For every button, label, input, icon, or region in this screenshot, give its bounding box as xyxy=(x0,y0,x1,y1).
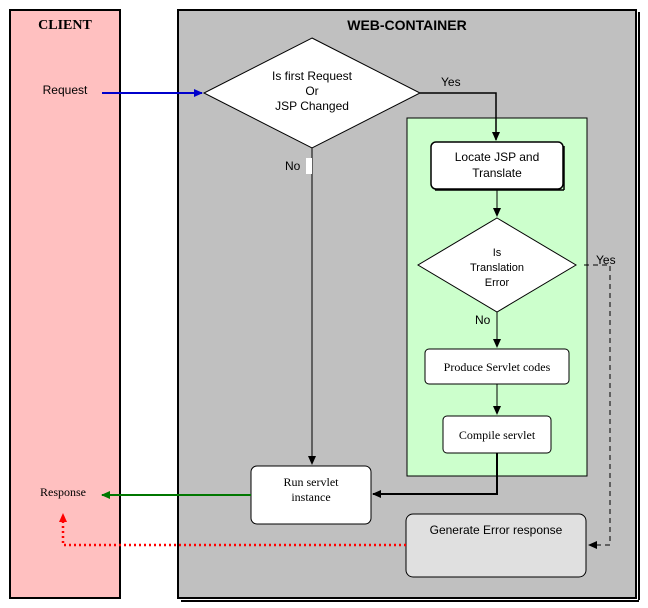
produce-servlet-label: Produce Servlet codes xyxy=(444,360,551,374)
generate-error-label: Generate Error response xyxy=(430,523,563,537)
container-lane-title: WEB-CONTAINER xyxy=(347,17,467,33)
compile-servlet-label: Compile servlet xyxy=(459,428,536,442)
request-label: Request xyxy=(43,83,88,97)
decision-first-request-line3: JSP Changed xyxy=(275,99,349,113)
error-yes-connector xyxy=(584,264,611,549)
locate-translate-line2: Translate xyxy=(472,166,522,180)
locate-translate-box xyxy=(430,141,564,190)
decision-first-request-line2: Or xyxy=(305,84,318,98)
first-no-label: No xyxy=(285,159,301,173)
first-yes-label: Yes xyxy=(441,75,461,89)
decision-translation-error-line1: Is xyxy=(493,247,502,259)
error-yes-label: Yes xyxy=(596,253,616,267)
client-lane-title: CLIENT xyxy=(38,18,92,33)
decision-translation-error-line3: Error xyxy=(485,277,510,289)
decision-translation-error-line2: Translation xyxy=(470,262,524,274)
first-yes-connector xyxy=(420,92,500,141)
client-lane xyxy=(9,9,121,599)
locate-translate-line1: Locate JSP and xyxy=(455,150,540,164)
compile-to-run-connector xyxy=(372,453,498,498)
response-label: Response xyxy=(40,485,86,499)
run-servlet-line1: Run servlet xyxy=(284,475,340,489)
run-servlet-line2: instance xyxy=(291,490,330,504)
first-no-gap xyxy=(306,158,312,174)
error-no-label: No xyxy=(475,313,491,327)
decision-first-request-line1: Is first Request xyxy=(272,69,353,83)
